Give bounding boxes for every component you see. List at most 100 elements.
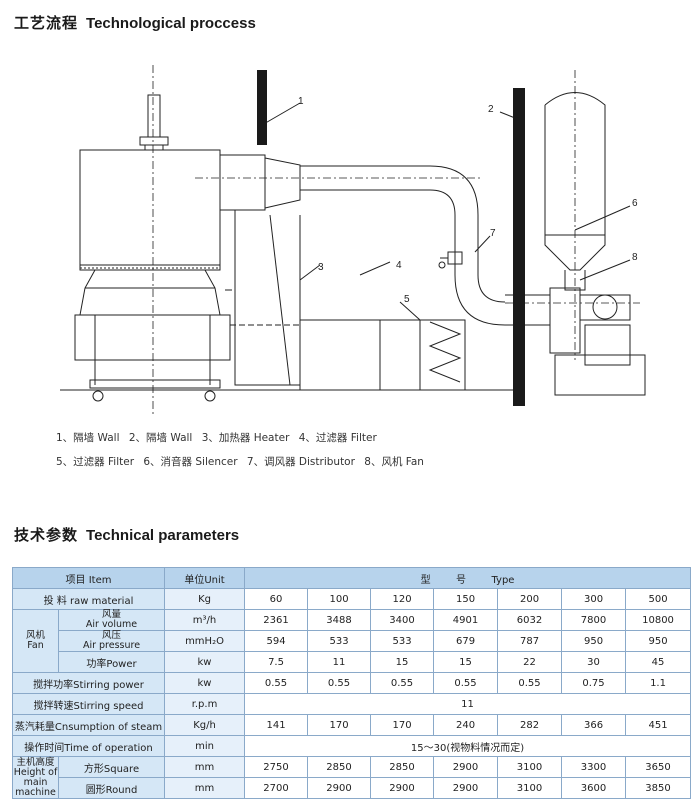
row-label: 操作时间Time of operation [11, 735, 166, 757]
process-diagram: 1 2 3 4 5 6 7 8 [60, 65, 646, 415]
cell: 787 [497, 630, 563, 652]
cell: 2750 [244, 756, 309, 778]
cell: 7.5 [244, 651, 309, 673]
cell: 2900 [307, 777, 372, 799]
cell: 15～30(视物料情况而定) [244, 735, 692, 757]
cell: 150 [433, 588, 499, 610]
cell: 0.55 [307, 672, 372, 694]
cell: 3600 [561, 777, 627, 799]
legend-item: 2、隔墙 Wall [128, 432, 193, 444]
cell: 3100 [497, 756, 563, 778]
technical-parameters-table: 项目 Item 单位Unit 型 号 Type 投 料 raw material… [11, 567, 692, 799]
row-label: 方形Square [57, 756, 166, 778]
cell: 2900 [433, 777, 499, 799]
raw-material-row: 投 料 raw material Kg 60 100 120 150 200 3… [11, 588, 692, 610]
callout-1: 1 [298, 96, 304, 107]
cell: 100 [307, 588, 372, 610]
round-row: 圆形Round mm 2700 2900 2900 2900 3100 3600… [13, 777, 692, 799]
row-unit: kw [164, 651, 246, 673]
cell: 6032 [497, 609, 563, 631]
legend-item: 5、过滤器 Filter [56, 456, 135, 468]
row-label: 搅拌功率Stirring power [11, 672, 166, 694]
row-label: 功率Power [57, 651, 166, 673]
cell: 3300 [561, 756, 627, 778]
cell: 2850 [307, 756, 372, 778]
legend-item: 6、消音器 Silencer [143, 456, 238, 468]
row-unit: mmH₂O [164, 630, 246, 652]
row-unit: mm [164, 777, 246, 799]
row-label: 搅拌转速Stirring speed [11, 693, 166, 715]
cell: 3488 [307, 609, 372, 631]
cell: 533 [307, 630, 372, 652]
cell: 950 [561, 630, 627, 652]
cell: 22 [497, 651, 563, 673]
cell: 500 [625, 588, 692, 610]
wall-2 [513, 88, 525, 406]
cell: 240 [433, 714, 499, 736]
cell: 300 [561, 588, 627, 610]
cell: 366 [561, 714, 627, 736]
legend-line-1: 1、隔墙 Wall 2、隔墙 Wall 3、加热器 Heater 4、过滤器 F… [56, 430, 383, 445]
row-unit: Kg/h [164, 714, 246, 736]
legend-item: 3、加热器 Heater [201, 432, 290, 444]
legend-item: 4、过滤器 Filter [298, 432, 377, 444]
cell: 0.55 [433, 672, 499, 694]
callout-4: 4 [396, 260, 402, 271]
callout-8: 8 [632, 252, 638, 263]
params-title-en: Technical parameters [86, 527, 240, 544]
cell: 2700 [244, 777, 309, 799]
cell: 282 [497, 714, 563, 736]
cell: 170 [370, 714, 435, 736]
params-title: 技术参数 Technical parameters [14, 524, 239, 545]
header-type: 型 号 Type [244, 567, 692, 589]
callout-6: 6 [632, 198, 638, 209]
callout-5: 5 [404, 294, 410, 305]
power-row: 功率Power kw 7.5 11 15 15 22 30 45 [13, 651, 692, 673]
row-label: 蒸汽耗量Cnsumption of steam [11, 714, 166, 736]
cell: 0.75 [561, 672, 627, 694]
legend-item: 8、风机 Fan [364, 456, 424, 468]
legend-line-2: 5、过滤器 Filter 6、消音器 Silencer 7、调风器 Distri… [56, 454, 430, 469]
cell: 0.55 [244, 672, 309, 694]
callout-2: 2 [488, 104, 494, 115]
header-row: 项目 Item 单位Unit 型 号 Type [11, 567, 692, 589]
cell: 451 [625, 714, 692, 736]
cell: 15 [370, 651, 435, 673]
operation-row: 操作时间Time of operation min 15～30(视物料情况而定) [11, 735, 692, 757]
cell: 170 [307, 714, 372, 736]
row-unit: m³/h [164, 609, 246, 631]
row-label: 圆形Round [57, 777, 166, 799]
cell: 679 [433, 630, 499, 652]
row-unit: Kg [164, 588, 246, 610]
legend-item: 1、隔墙 Wall [56, 432, 120, 444]
cell: 11 [244, 693, 692, 715]
row-label: 投 料 raw material [11, 588, 166, 610]
callout-3: 3 [318, 262, 324, 273]
cell: 2900 [370, 777, 435, 799]
cell: 3650 [625, 756, 692, 778]
row-unit: kw [164, 672, 246, 694]
cell: 0.55 [497, 672, 563, 694]
cell: 533 [370, 630, 435, 652]
cell: 2850 [370, 756, 435, 778]
process-title-cn: 工艺流程 [14, 14, 79, 32]
cell: 7800 [561, 609, 627, 631]
header-unit: 单位Unit [164, 567, 246, 589]
cell: 60 [244, 588, 309, 610]
row-unit: mm [164, 756, 246, 778]
cell: 594 [244, 630, 309, 652]
callout-7: 7 [490, 228, 496, 239]
params-title-cn: 技术参数 [14, 526, 79, 544]
cell: 2361 [244, 609, 309, 631]
stirring-power-row: 搅拌功率Stirring power kw 0.55 0.55 0.55 0.5… [11, 672, 692, 694]
cell: 4901 [433, 609, 499, 631]
row-unit: min [164, 735, 246, 757]
cell: 200 [497, 588, 563, 610]
cell: 0.55 [370, 672, 435, 694]
